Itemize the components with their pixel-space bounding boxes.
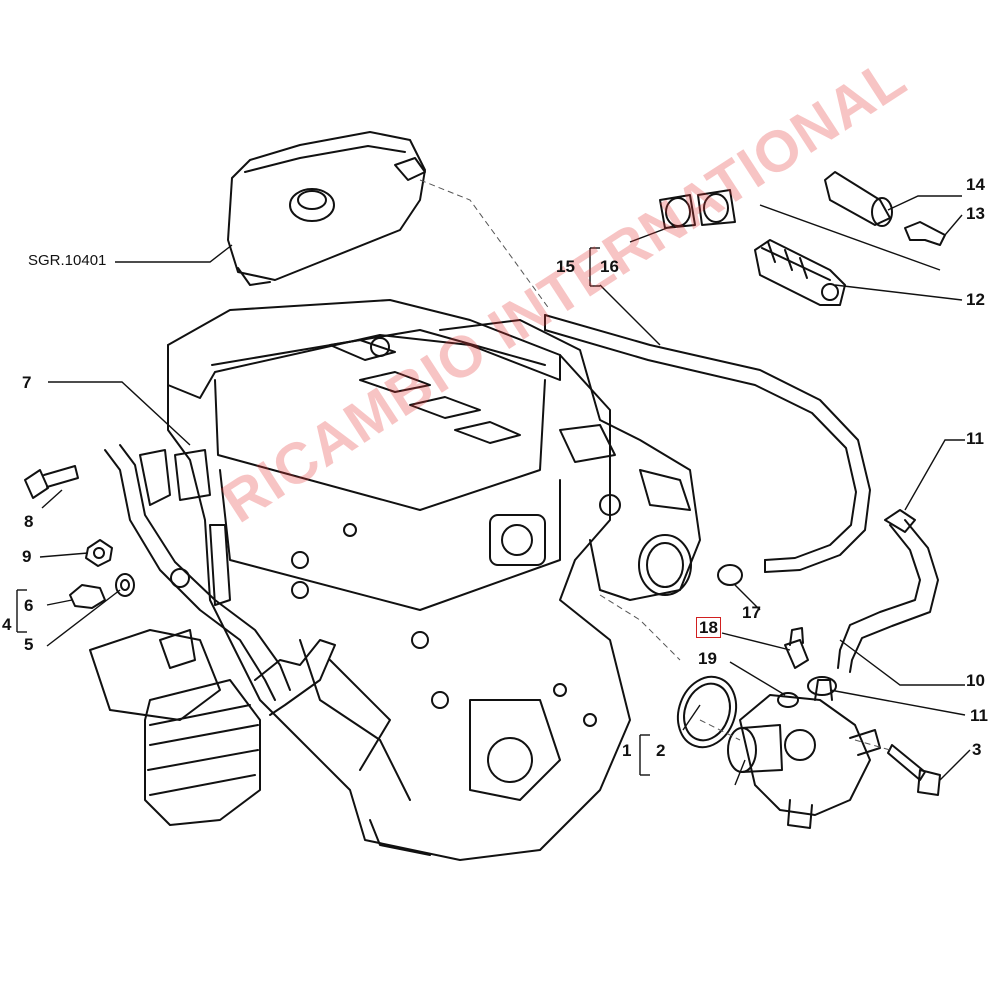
- callout-10: 10: [966, 671, 985, 690]
- part-14: [824, 171, 893, 227]
- nut-9: [85, 539, 113, 567]
- bolt-3: [887, 744, 941, 796]
- callout-9: 9: [22, 547, 32, 566]
- callout-14: 14: [966, 175, 985, 194]
- washer-19: [777, 692, 799, 708]
- coolant-pipe: [104, 444, 336, 716]
- callout-8: 8: [24, 512, 34, 531]
- callout-15: 15: [556, 257, 575, 276]
- expansion-tank: [227, 131, 426, 286]
- callout-18: 18: [696, 617, 721, 638]
- sensor-12: [754, 239, 846, 306]
- bolt-8: [24, 465, 79, 499]
- callout-16: 16: [600, 257, 619, 276]
- sensor-18: [784, 627, 809, 669]
- callout-5: 5: [24, 635, 34, 654]
- callout-13: 13: [966, 204, 985, 223]
- clamp-17: [717, 564, 743, 586]
- callout-1: 1: [622, 741, 632, 760]
- callout-6: 6: [24, 596, 34, 615]
- washer-5: [115, 573, 135, 597]
- callout-3: 3: [972, 740, 982, 759]
- callout-12: 12: [966, 290, 985, 309]
- callout-11-lower: 11: [970, 706, 988, 725]
- throttle-body: [439, 319, 701, 601]
- hose-10: [837, 509, 939, 673]
- callout-19: 19: [698, 649, 717, 668]
- clamps-16: [659, 189, 736, 229]
- callout-11-upper: 11: [966, 429, 984, 448]
- oil-filter: [89, 629, 261, 826]
- guide-lines: [419, 179, 891, 751]
- union-6: [69, 584, 106, 609]
- callout-4: 4: [2, 615, 12, 634]
- o-ring-2: [676, 675, 738, 749]
- callout-7: 7: [22, 373, 32, 392]
- clamp-11-lower: [807, 676, 837, 696]
- leader-lines: [16, 195, 971, 786]
- reference-label: SGR.10401: [28, 252, 107, 269]
- callout-17: 17: [742, 603, 761, 622]
- engine-block: [167, 299, 631, 861]
- part-13: [904, 221, 946, 246]
- hose-15: [544, 314, 871, 573]
- thermostat-housing: [727, 679, 881, 829]
- callout-2: 2: [656, 741, 666, 760]
